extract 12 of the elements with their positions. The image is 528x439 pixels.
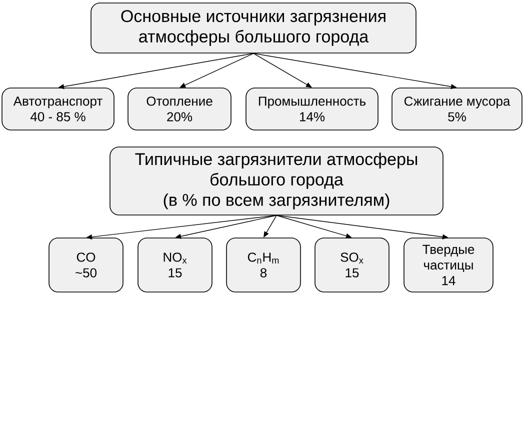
header-box: Основные источники загрязнения атмосферы большого города — [90, 2, 416, 54]
source-box: Сжигание мусора 5% — [392, 88, 522, 130]
source-box: Отопление 20% — [128, 88, 232, 130]
pollutant-box: NO$_{x}$ 15 — [138, 238, 212, 292]
pollutant-box: CO ~50 — [48, 238, 124, 292]
header-box: Типичные загрязнители атмосферы большого города (в % по всем загрязнителям) — [110, 146, 444, 216]
arrow — [180, 53, 254, 88]
source-box: Промышленность 14% — [246, 88, 378, 130]
pollutant-box: C$_{n}$H$_{m}$ 8 — [226, 238, 301, 292]
pollutant-box: SO$_{x}$ 15 — [314, 238, 390, 292]
source-box: Автотранспорт 40 - 85 % — [2, 88, 114, 130]
pollutant-box: Твердые частицы 14 — [404, 238, 494, 292]
